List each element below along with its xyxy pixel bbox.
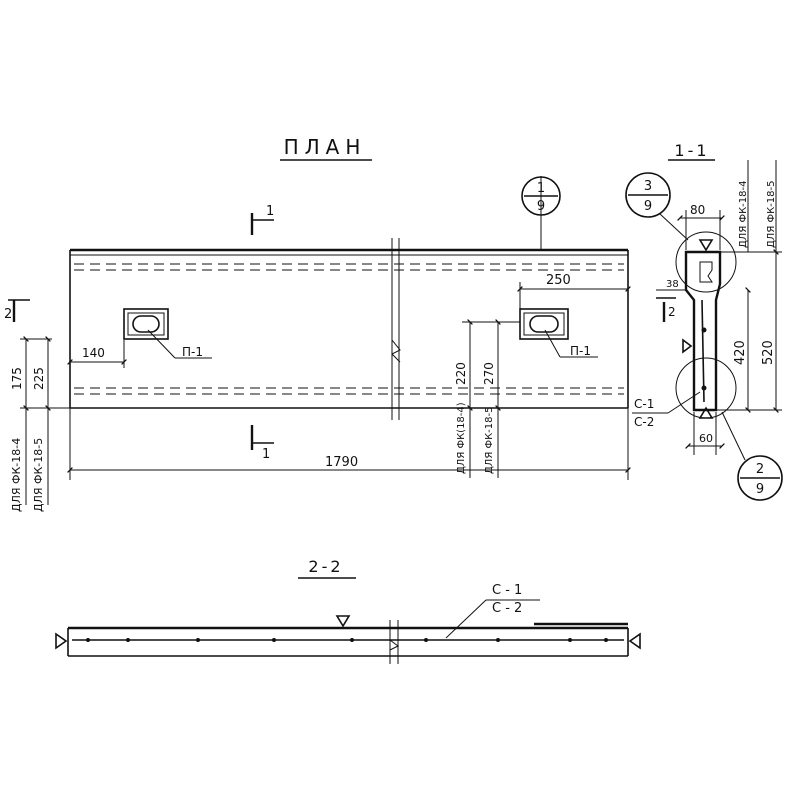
label-section-c2: С-2 bbox=[634, 415, 654, 429]
svg-text:2: 2 bbox=[4, 307, 12, 322]
dim-length: 1790 bbox=[325, 455, 358, 470]
dim-section-height-b: 520 bbox=[761, 340, 776, 365]
dim-right-offset: 250 bbox=[546, 273, 571, 288]
section-2-view: С - 1 С - 2 bbox=[55, 583, 641, 664]
opening-right bbox=[519, 308, 569, 340]
label-for-fk4-right: ДЛЯ ФК(18-4) bbox=[456, 402, 467, 474]
dim-section-height-a: 420 bbox=[733, 340, 748, 365]
section-1-view: 3 9 2 9 80 60 38 2 420 520 ДЛ bbox=[625, 160, 783, 501]
callout-3-sheet: 9 bbox=[644, 199, 652, 214]
label-for-fk5-section: ДЛЯ ФК-18-5 bbox=[766, 181, 777, 248]
plan-title: ПЛАН bbox=[284, 135, 367, 159]
label-opening-right: П-1 bbox=[570, 344, 591, 358]
detail-circle-top bbox=[675, 231, 737, 293]
callout-2-num: 2 bbox=[756, 462, 764, 477]
dim-section-bottom-width: 60 bbox=[699, 432, 713, 445]
dim-right-b: 270 bbox=[482, 362, 496, 385]
section-cut-1-top: 1 bbox=[250, 204, 274, 235]
section-1-marker-2: 2 bbox=[668, 305, 676, 319]
label-for-fk5-right: ДЛЯ ФК-18-5 bbox=[484, 407, 495, 474]
dim-right-a: 220 bbox=[454, 362, 468, 385]
dim-section-top-width: 80 bbox=[690, 203, 705, 217]
section-cut-2-left: 2 bbox=[4, 299, 30, 322]
svg-text:1: 1 bbox=[266, 204, 274, 219]
callout-2-sheet: 9 bbox=[756, 482, 764, 497]
opening-left bbox=[123, 308, 169, 340]
label-for-fk5-left: ДЛЯ ФК-18-5 bbox=[32, 438, 45, 512]
section-2-title: 2-2 bbox=[308, 557, 343, 576]
callout-1-9: 1 9 bbox=[521, 176, 561, 250]
dim-opening-offset: 140 bbox=[82, 346, 105, 360]
section-1-title: 1-1 bbox=[674, 141, 709, 160]
dim-left-a: 175 bbox=[10, 367, 24, 390]
label-opening-left: П-1 bbox=[182, 345, 203, 359]
section-cut-1-bottom: 1 bbox=[250, 425, 274, 462]
label-section-c1: С-1 bbox=[634, 397, 654, 411]
label-section2-c1: С - 1 bbox=[492, 583, 522, 598]
svg-text:1: 1 bbox=[262, 447, 270, 462]
callout-3-num: 3 bbox=[644, 179, 652, 194]
plan-view: П-1 П-1 1 1 2 140 250 bbox=[4, 176, 631, 512]
label-section2-c2: С - 2 bbox=[492, 601, 522, 616]
dim-section-notch: 38 bbox=[666, 279, 679, 290]
label-for-fk4-left: ДЛЯ ФК-18-4 bbox=[10, 438, 23, 512]
label-for-fk4-section: ДЛЯ ФК-18-4 bbox=[738, 181, 749, 248]
dim-left-b: 225 bbox=[32, 367, 46, 390]
